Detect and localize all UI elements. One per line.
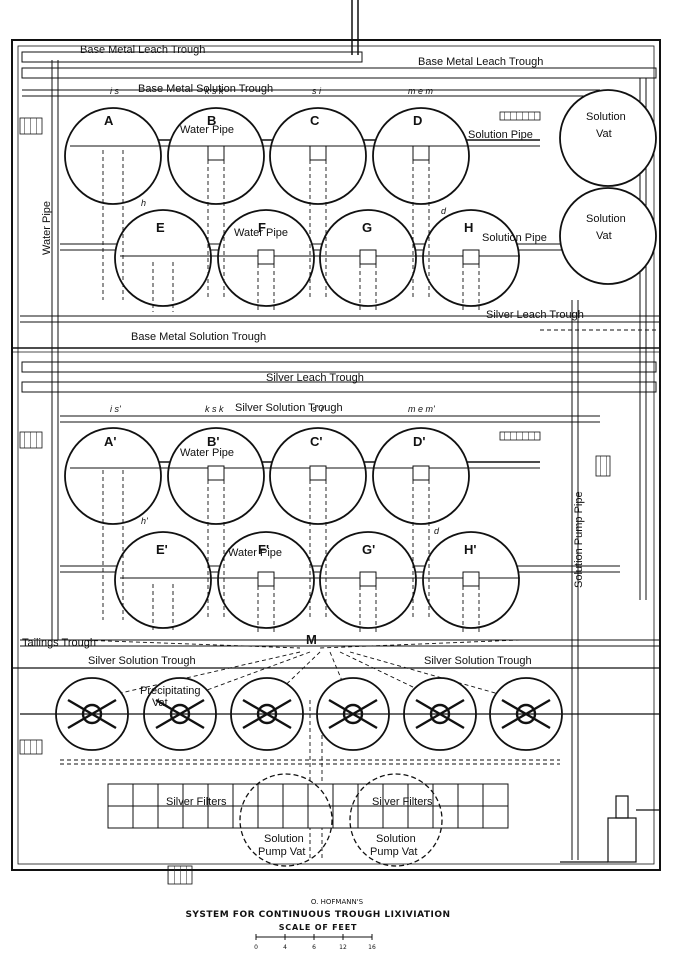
caption-block: O. HOFMANN'S SYSTEM FOR CONTINUOUS TROUG… bbox=[185, 898, 450, 951]
mark-h: h bbox=[141, 198, 146, 208]
label-water-pipe-3: Water Pipe bbox=[180, 447, 234, 459]
mark-mem: m e m bbox=[408, 86, 434, 96]
label-precipitating-a: Precipitating bbox=[140, 685, 201, 697]
label-pump-vat-2b: Pump Vat bbox=[370, 846, 418, 858]
solution-vat-1 bbox=[559, 89, 657, 187]
label-silver-leach-2: Silver Leach Trough bbox=[266, 372, 364, 384]
pipes-over-vats bbox=[70, 145, 540, 579]
label-precipitating-b: Vat bbox=[152, 697, 168, 709]
label-silver-solution-left: Silver Solution Trough bbox=[88, 655, 196, 667]
label-solution-pipe-2: Solution Pipe bbox=[482, 232, 547, 244]
vat-letter-b: B bbox=[207, 113, 216, 128]
vat-letter-g: G bbox=[362, 220, 372, 235]
silver-filters bbox=[107, 783, 509, 829]
mark-si-2: s' i' bbox=[312, 404, 325, 414]
caption-scale-label: SCALE OF FEET bbox=[279, 923, 357, 932]
scale-bar bbox=[255, 934, 373, 940]
label-pump-vat-2a: Solution bbox=[376, 833, 416, 845]
label-silver-filters-1: Silver Filters bbox=[166, 796, 227, 808]
label-solution-pump-pipe: Solution Pump Pipe bbox=[573, 491, 585, 588]
vat-letter-g-prime: G' bbox=[362, 542, 375, 557]
vat-letters: A B C D E F G H A' B' C' D' E' F' G' H' … bbox=[104, 113, 476, 647]
valve-boxes bbox=[207, 145, 480, 587]
vat-letter-a: A bbox=[104, 113, 114, 128]
label-solution-vat-2a: Solution bbox=[586, 213, 626, 225]
vat-letter-a-prime: A' bbox=[104, 434, 116, 449]
mark-d: d bbox=[441, 206, 447, 216]
letter-m: M bbox=[306, 632, 317, 647]
feed-pipe bbox=[351, 0, 359, 55]
scale-tick-4: 4 bbox=[283, 944, 287, 951]
label-silver-leach-1: Silver Leach Trough bbox=[486, 309, 584, 321]
label-water-pipe-vertical: Water Pipe bbox=[41, 201, 53, 255]
mark-si: s i bbox=[312, 86, 322, 96]
label-solution-pipe-1: Solution Pipe bbox=[468, 129, 533, 141]
vat-letter-c-prime: C' bbox=[310, 434, 322, 449]
label-pump-vat-1b: Pump Vat bbox=[258, 846, 306, 858]
scale-tick-12: 12 bbox=[339, 944, 347, 951]
vat-letter-h: H bbox=[464, 220, 473, 235]
vat-letter-d-prime: D' bbox=[413, 434, 425, 449]
label-base-metal-solution-top: Base Metal Solution Trough bbox=[138, 83, 273, 95]
label-base-metal-leach-2: Base Metal Leach Trough bbox=[418, 56, 543, 68]
stair-blocks bbox=[19, 111, 611, 885]
vats-row-3 bbox=[64, 427, 470, 525]
valve-marks: i s k s k s i m e m i s' k s k s' i' m e… bbox=[110, 86, 447, 536]
vats-row-2 bbox=[114, 209, 520, 307]
label-silver-filters-2: Silver Filters bbox=[372, 796, 433, 808]
vat-e-prime bbox=[114, 531, 212, 629]
mark-ksk-2: k s k bbox=[205, 404, 224, 414]
trough-labels: Base Metal Leach Trough Base Metal Leach… bbox=[22, 44, 626, 858]
label-base-metal-solution-mid: Base Metal Solution Trough bbox=[131, 331, 266, 343]
solution-vats bbox=[559, 89, 657, 285]
scale-tick-0: 0 bbox=[254, 944, 258, 951]
vat-a bbox=[64, 107, 162, 205]
label-water-pipe-4: Water Pipe bbox=[228, 547, 282, 559]
mark-d-2: d bbox=[434, 526, 440, 536]
caption-author: O. HOFMANN'S bbox=[311, 898, 364, 906]
vat-a-prime bbox=[64, 427, 162, 525]
label-tailings-trough: Tailings Trough bbox=[22, 637, 96, 649]
scale-tick-16: 16 bbox=[368, 944, 376, 951]
label-water-pipe-2: Water Pipe bbox=[234, 227, 288, 239]
discharge-lines bbox=[60, 150, 661, 860]
label-solution-vat-1a: Solution bbox=[586, 111, 626, 123]
vat-letter-b-prime: B' bbox=[207, 434, 219, 449]
vat-letter-d: D bbox=[413, 113, 422, 128]
vat-letter-f-prime: F' bbox=[258, 542, 269, 557]
vat-letter-c: C bbox=[310, 113, 320, 128]
label-solution-vat-2b: Vat bbox=[596, 230, 612, 242]
label-solution-vat-1b: Vat bbox=[596, 128, 612, 140]
mark-mem-2: m e m' bbox=[408, 404, 435, 414]
vats-row-4 bbox=[114, 531, 520, 629]
label-silver-solution-top: Silver Solution Trough bbox=[235, 402, 343, 414]
label-base-metal-leach-1: Base Metal Leach Trough bbox=[80, 44, 205, 56]
vat-letter-e: E bbox=[156, 220, 165, 235]
vat-letter-h-prime: H' bbox=[464, 542, 476, 557]
label-silver-solution-right: Silver Solution Trough bbox=[424, 655, 532, 667]
solution-vat-2 bbox=[559, 187, 657, 285]
mark-is: i s bbox=[110, 86, 120, 96]
vats-row-1 bbox=[64, 107, 470, 205]
mark-is-2: i s' bbox=[110, 404, 121, 414]
caption-title: SYSTEM FOR CONTINUOUS TROUGH LIXIVIATION bbox=[185, 910, 450, 920]
label-water-pipe-1: Water Pipe bbox=[180, 124, 234, 136]
vat-letter-f: F bbox=[258, 220, 266, 235]
scale-tick-6: 6 bbox=[312, 944, 316, 951]
mark-h-prime: h' bbox=[141, 516, 148, 526]
pump-engine bbox=[560, 795, 660, 863]
vat-e bbox=[114, 209, 212, 307]
pump-vats bbox=[239, 773, 443, 867]
mark-ksk: k s k bbox=[205, 86, 224, 96]
vat-letter-e-prime: E' bbox=[156, 542, 168, 557]
label-pump-vat-1a: Solution bbox=[264, 833, 304, 845]
